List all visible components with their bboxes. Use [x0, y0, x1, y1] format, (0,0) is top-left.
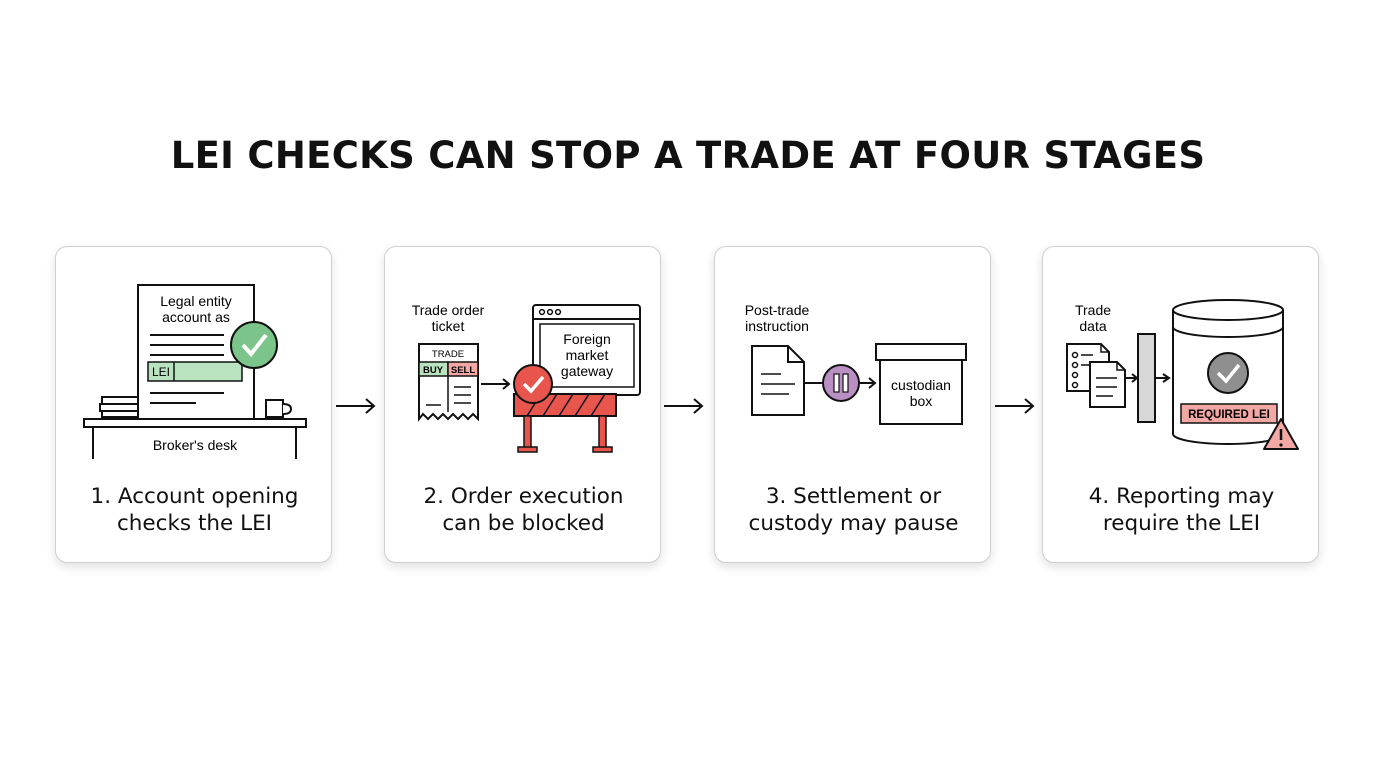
warning-icon	[1263, 418, 1299, 450]
arrow-right-icon	[336, 398, 376, 414]
check-icon	[1207, 352, 1249, 394]
gateway-window-icon: Foreign market gateway	[532, 304, 641, 396]
sell-label: SELL	[451, 365, 475, 376]
caption-line-2: require the LEI	[1102, 511, 1261, 536]
reporting-illustration: Trade data	[1066, 299, 1299, 450]
ticket-label-line-2: ticket	[432, 318, 465, 334]
stage-caption: 4. Reporting may require the LEI	[1043, 483, 1320, 537]
small-arrow-icon	[859, 377, 877, 389]
database-icon: REQUIRED LEI	[1172, 299, 1284, 445]
ticket-header: TRADE	[432, 349, 464, 360]
buy-label: BUY	[423, 365, 444, 376]
page-title: LEI CHECKS CAN STOP A TRADE AT FOUR STAG…	[170, 134, 1206, 177]
stage-caption: 1. Account opening checks the LEI	[56, 483, 333, 537]
stage-card-reporting: Trade data	[1042, 246, 1319, 563]
books-icon	[99, 396, 143, 418]
gateway-line-2: market	[566, 347, 609, 363]
caption-line-1: 2. Order execution	[423, 484, 624, 509]
doc-line-2: account as	[162, 309, 230, 325]
stage-caption: 3. Settlement or custody may pause	[715, 483, 992, 537]
settlement-illustration: Post-trade instruction custodian box	[745, 302, 967, 425]
data-line-2: data	[1079, 318, 1106, 334]
data-documents-icon	[1066, 343, 1126, 408]
data-line-1: Trade	[1075, 302, 1111, 318]
caption-line-2: checks the LEI	[116, 511, 272, 536]
caption-line-2: can be blocked	[442, 511, 605, 536]
desk-icon: Broker's desk	[83, 418, 307, 459]
trade-ticket-icon: TRADE BUY SELL	[418, 343, 479, 422]
small-arrow-icon	[1125, 373, 1139, 383]
stage-caption: 2. Order execution can be blocked	[385, 483, 662, 537]
desk-label: Broker's desk	[153, 437, 238, 453]
check-icon	[230, 321, 278, 369]
check-icon	[513, 364, 553, 404]
arrow-right-icon	[664, 398, 704, 414]
caption-line-2: custody may pause	[748, 511, 959, 536]
box-line-1: custodian	[891, 377, 951, 393]
pause-icon	[822, 364, 860, 402]
stage-card-settlement: Post-trade instruction custodian box	[714, 246, 991, 563]
caption-line-1: 3. Settlement or	[765, 484, 942, 509]
custodian-box-icon: custodian box	[875, 343, 967, 425]
mug-icon	[265, 399, 293, 418]
gateway-line-3: gateway	[561, 363, 613, 379]
gateway-line-1: Foreign	[563, 331, 610, 347]
arrow-right-icon	[995, 398, 1035, 414]
ticket-label-line-1: Trade order	[412, 302, 485, 318]
instruction-line-1: Post-trade	[745, 302, 810, 318]
gate-icon	[1137, 333, 1156, 423]
box-line-2: box	[910, 393, 933, 409]
doc-line-1: Legal entity	[160, 293, 232, 309]
caption-line-1: 4. Reporting may	[1088, 484, 1275, 509]
account-opening-illustration: Legal entity account as LEI Broker's de	[83, 284, 307, 459]
lei-tag: LEI	[152, 365, 170, 379]
required-lei-label: REQUIRED LEI	[1188, 409, 1270, 421]
caption-line-1: 1. Account opening	[90, 484, 299, 509]
stage-card-order-execution: Trade order ticket TRADE BUY SELL	[384, 246, 661, 563]
small-arrow-icon	[1155, 373, 1171, 383]
order-execution-illustration: Trade order ticket TRADE BUY SELL	[412, 302, 641, 453]
instruction-line-2: instruction	[745, 318, 809, 334]
stage-card-account-opening: Legal entity account as LEI Broker's de	[55, 246, 332, 563]
document-icon	[751, 345, 805, 416]
small-arrow-icon	[481, 378, 511, 390]
